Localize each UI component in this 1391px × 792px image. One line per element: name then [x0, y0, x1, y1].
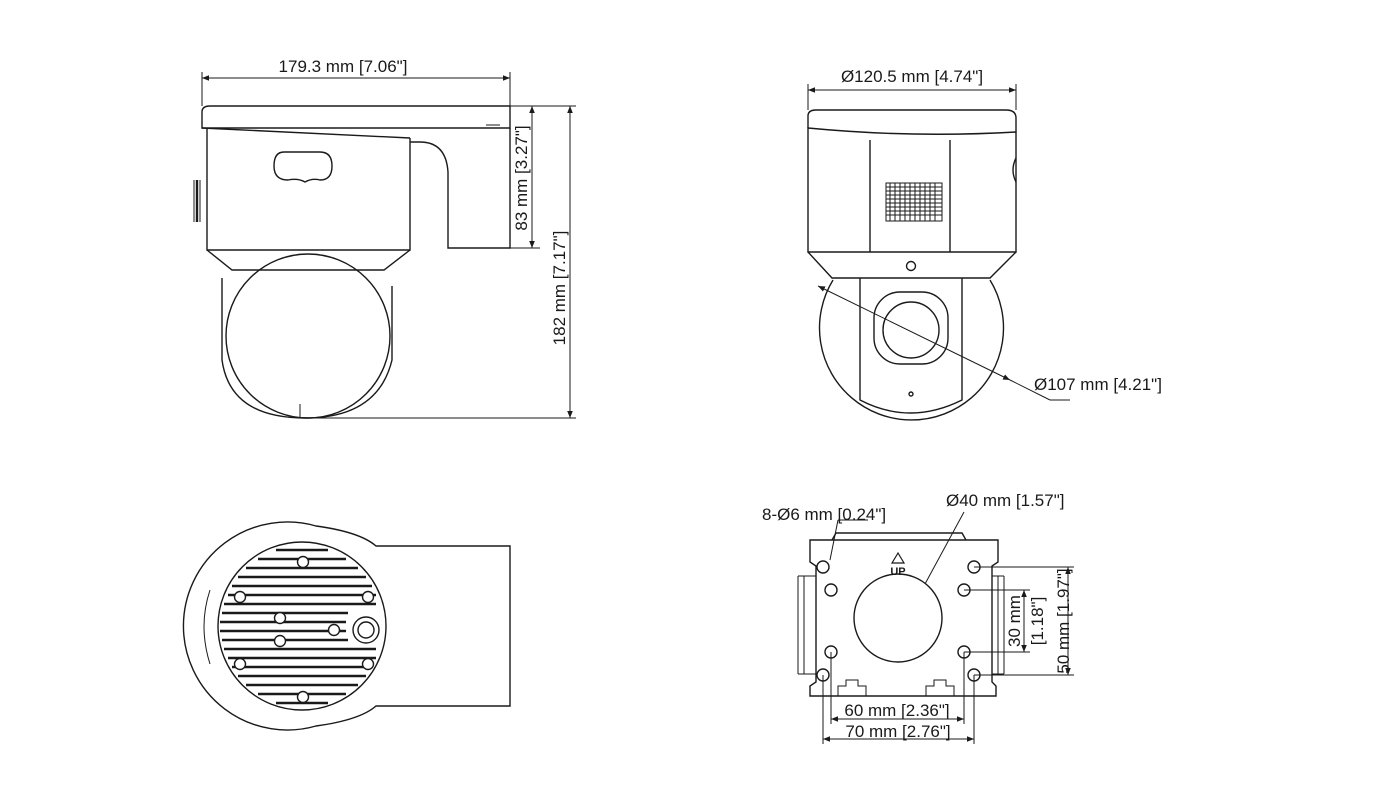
bracket-h-outer-label: 70 mm [2.76"] [845, 722, 950, 741]
bracket-dimensions: 8-Ø6 mm [0.24"] Ø40 mm [1.57"] 30 mm [1.… [762, 491, 1074, 744]
bracket-holes-label: 8-Ø6 mm [0.24"] [762, 505, 886, 524]
side-width-label: 179.3 mm [7.06"] [279, 57, 408, 76]
side-view [193, 105, 511, 419]
bracket-up-label: UP [890, 566, 905, 578]
bracket-plate [809, 539, 999, 697]
side-body [206, 128, 411, 251]
bracket-bottom-clips [837, 679, 955, 696]
front-side-button [1012, 157, 1017, 183]
bottom-reset-button-outer [352, 616, 380, 644]
front-top-diameter-label: Ø120.5 mm [4.74"] [841, 67, 983, 86]
front-dome-outer [818, 279, 1005, 421]
bracket-side-rails [797, 575, 1005, 675]
bracket-center-hole-label: Ø40 mm [1.57"] [946, 491, 1064, 510]
bracket-center-hole [853, 573, 943, 663]
front-lens [882, 301, 940, 359]
front-dimensions: Ø120.5 mm [4.74"] Ø107 mm [4.21"] [807, 67, 1162, 401]
side-body-top-edge [201, 127, 411, 139]
side-upper-height-label: 83 mm [3.27"] [512, 125, 531, 230]
bottom-reset-button-inner [357, 621, 375, 639]
front-neck-hole [905, 260, 917, 272]
front-top-cap [807, 109, 1017, 132]
side-top-cap [201, 105, 511, 129]
bracket-v-inner-mm-label: 30 mm [1005, 595, 1024, 647]
bracket-view: UP [797, 532, 1005, 697]
bracket-v-outer-label: 50 mm [1.97"] [1054, 568, 1073, 673]
bracket-v-inner-in-label: [1.18"] [1028, 597, 1047, 646]
bottom-edge-strip [203, 589, 211, 665]
bracket-h-inner-label: 60 mm [2.36"] [844, 701, 949, 720]
side-dimensions: 179.3 mm [7.06"] 83 mm [3.27"] 182 mm [7… [201, 57, 576, 419]
bottom-grille-ring [217, 541, 387, 711]
front-view [807, 109, 1017, 421]
front-dome-band [859, 278, 963, 414]
front-body [807, 127, 1017, 253]
side-dome-outer [221, 278, 393, 419]
bracket-mounting-holes [816, 560, 981, 682]
front-mic-hole [908, 391, 914, 397]
bracket-up-arrow-icon [890, 551, 906, 564]
side-indicator-window [273, 151, 333, 183]
side-neck [206, 249, 411, 271]
side-arm [410, 128, 511, 249]
bottom-grille-slots [220, 548, 376, 705]
side-dome-lens [225, 253, 391, 419]
bottom-view [182, 521, 511, 731]
front-neck [807, 251, 1017, 279]
side-total-height-label: 182 mm [7.17"] [550, 231, 569, 346]
side-grille [193, 180, 201, 222]
front-dome-diameter-label: Ø107 mm [4.21"] [1034, 375, 1162, 394]
bottom-screw-holes [233, 555, 375, 704]
bottom-outline [182, 521, 511, 731]
front-lens-housing [873, 291, 949, 365]
bracket-top-tab [831, 532, 967, 541]
front-speaker-grille [885, 182, 943, 222]
